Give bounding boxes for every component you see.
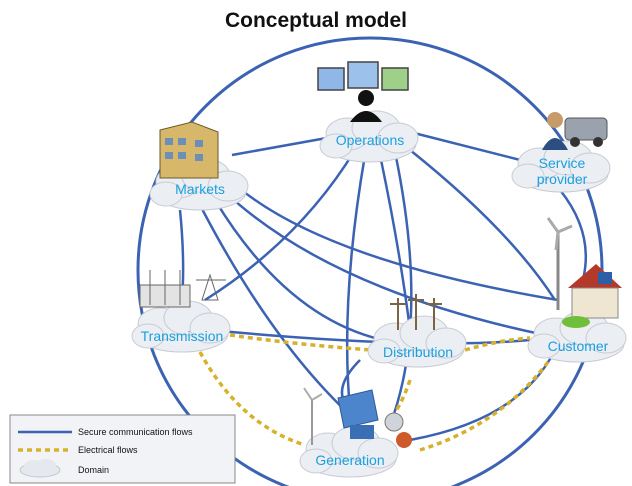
legend-communication-label: Secure communication flows — [78, 427, 193, 437]
communication-flows — [178, 130, 588, 442]
markets-node: Markets — [149, 121, 249, 211]
technician-with-van-icon — [542, 112, 608, 150]
operations-node: Operations — [317, 61, 419, 163]
customer-node: Customer — [527, 217, 627, 363]
generation-node: Generation — [299, 387, 412, 478]
service-provider-label-line1: Service — [539, 155, 586, 171]
operations-label: Operations — [336, 132, 404, 148]
legend-domain-label: Domain — [78, 465, 109, 475]
office-building-icon — [159, 121, 219, 179]
markets-label: Markets — [175, 181, 225, 197]
power-poles-icon — [390, 294, 442, 330]
legend: Secure communication flows Electrical fl… — [9, 414, 236, 484]
service-provider-label-line2: provider — [537, 171, 588, 187]
power-plant-icon — [303, 387, 412, 448]
transmission-node: Transmission — [131, 270, 231, 353]
substation-icon — [139, 270, 226, 308]
operator-with-monitors-icon — [317, 61, 409, 122]
house-with-wind-turbine-icon — [546, 217, 622, 328]
diagram-title: Conceptual model — [224, 9, 408, 32]
customer-label: Customer — [548, 338, 609, 354]
legend-cloud-icon — [19, 459, 61, 478]
generation-label: Generation — [315, 452, 384, 468]
transmission-label: Transmission — [141, 328, 224, 344]
distribution-label: Distribution — [383, 344, 453, 360]
service-provider-node: Service provider — [511, 112, 611, 193]
distribution-node: Distribution — [367, 294, 467, 368]
legend-electrical-label: Electrical flows — [78, 445, 138, 455]
